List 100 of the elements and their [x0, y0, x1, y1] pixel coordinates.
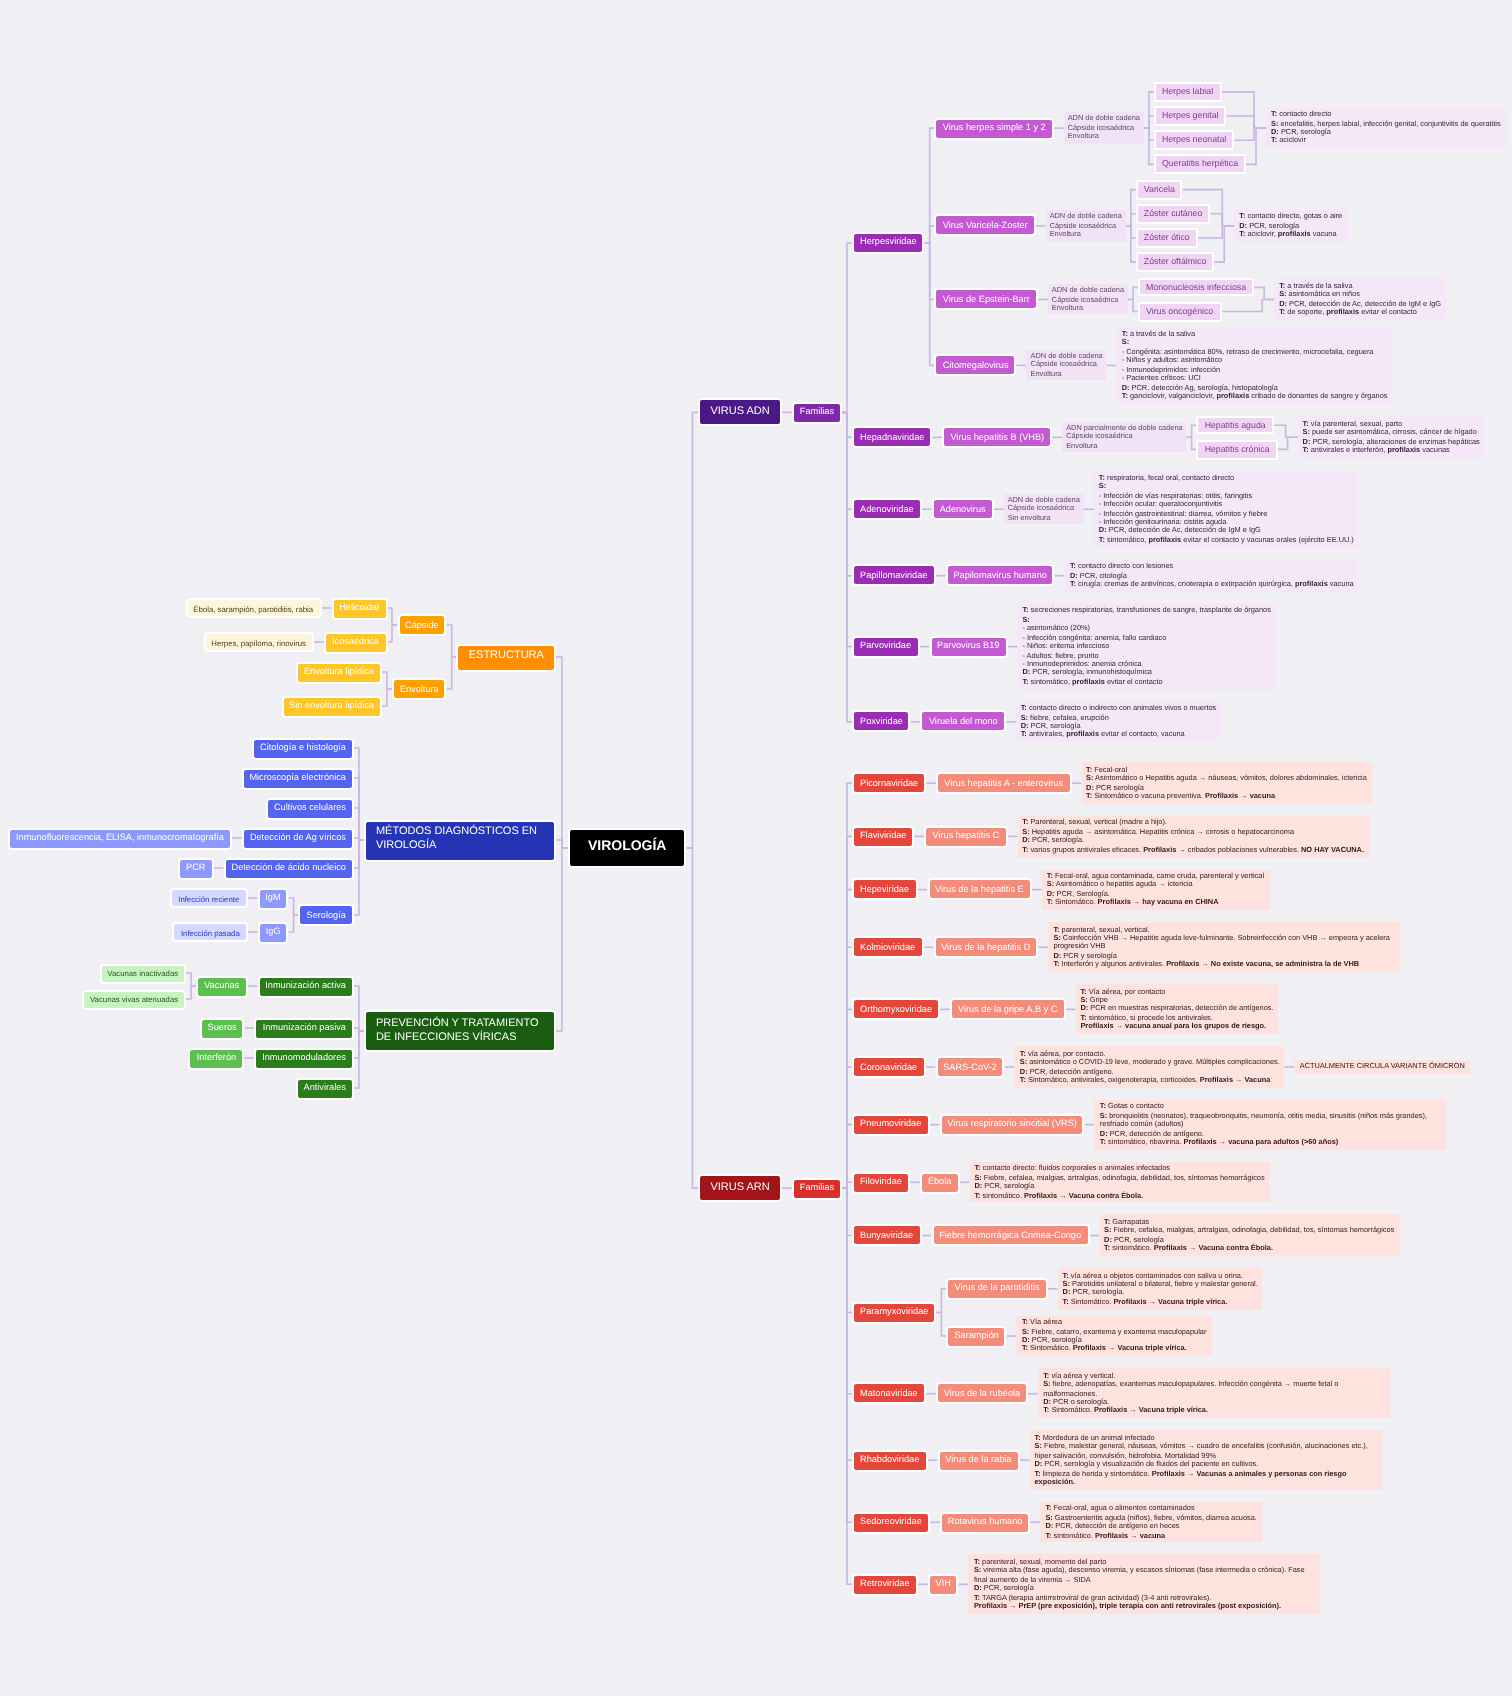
connector-line: [386, 624, 398, 643]
connector-line: [1125, 225, 1137, 263]
connector-line: [841, 411, 853, 723]
note-card: [969, 1161, 1270, 1203]
connector-line: [934, 574, 947, 577]
connector-line: [243, 1027, 256, 1029]
note-card: [1297, 416, 1485, 458]
note-card: [1064, 559, 1359, 592]
description-card: [1045, 210, 1126, 242]
note-card: [1015, 701, 1222, 743]
connector-line: [1143, 115, 1155, 129]
note-card: [1048, 922, 1401, 973]
note-card: [1099, 1214, 1400, 1257]
connector-line: [1127, 298, 1139, 313]
connector-line: [231, 837, 243, 839]
connector-line: [212, 867, 225, 869]
connector-line: [1029, 1521, 1042, 1524]
connector-line: [1070, 782, 1082, 784]
note-card: [1094, 1099, 1447, 1150]
connector-line: [910, 721, 922, 723]
connector-line: [445, 624, 458, 658]
connector-line: [1006, 1335, 1018, 1337]
note-card: [1274, 278, 1447, 321]
note-card: [1014, 1046, 1285, 1088]
note-card: [1093, 471, 1359, 548]
connector-line: [685, 847, 700, 1189]
connector-line: [923, 225, 936, 244]
connector-line: [246, 985, 259, 987]
connector-line: [381, 671, 393, 690]
connector-line: [1034, 225, 1047, 227]
note-card: [1081, 762, 1372, 804]
connector-line: [1037, 946, 1050, 949]
connector-line: [381, 688, 393, 707]
description-card: [1062, 422, 1187, 453]
connector-line: [925, 782, 937, 784]
connector-line: [929, 1521, 941, 1524]
connector-line: [1004, 1066, 1016, 1068]
connector-line: [1213, 225, 1236, 263]
connector-line: [243, 1057, 255, 1059]
connector-line: [935, 1288, 948, 1314]
connector-line: [922, 946, 934, 949]
connector-line: [287, 897, 300, 916]
note-card: [1116, 327, 1393, 404]
connector-line: [920, 508, 933, 511]
description-card: [1047, 284, 1129, 315]
description-card: [1026, 350, 1107, 381]
connector-line: [1052, 127, 1065, 129]
connector-line: [781, 1187, 793, 1189]
connector-line: [926, 1459, 939, 1461]
description-card: [1063, 112, 1144, 144]
connector-line: [313, 641, 325, 643]
connector-line: [320, 607, 332, 609]
connector-line: [555, 839, 569, 849]
note-card: [968, 1554, 1321, 1614]
connector-line: [1054, 574, 1066, 577]
connector-line: [1245, 127, 1267, 166]
note-card: [1040, 1501, 1262, 1543]
note-card: [1038, 1368, 1391, 1419]
note-card: [1017, 815, 1369, 857]
connector-line: [353, 807, 365, 841]
connector-line: [992, 508, 1005, 511]
connector-line: [246, 931, 259, 933]
connector-line: [841, 1187, 853, 1586]
connector-line: [923, 242, 936, 367]
connector-line: [386, 607, 398, 626]
note-card: [1234, 209, 1348, 243]
connector-line: [1283, 1066, 1296, 1068]
connector-line: [1127, 286, 1139, 301]
description-card: [1003, 494, 1084, 525]
connector-line: [1185, 436, 1198, 451]
connector-line: [1083, 508, 1095, 511]
connector-line: [1018, 1459, 1031, 1461]
note-card: [1016, 1315, 1212, 1357]
connector-line: [555, 847, 569, 1032]
connector-line: [1185, 424, 1198, 439]
note-card: [1075, 984, 1279, 1035]
connector-line: [1143, 127, 1155, 166]
connector-line: [841, 242, 853, 414]
connector-line: [185, 985, 197, 1000]
connector-line: [935, 1311, 948, 1337]
note-card: [1029, 1430, 1382, 1490]
note-card: [1017, 603, 1276, 690]
connector-line: [185, 972, 197, 987]
connector-line: [1220, 298, 1275, 313]
connector-line: [1276, 436, 1299, 451]
connector-line: [1046, 1288, 1059, 1290]
connector-line: [1027, 1392, 1039, 1395]
connector-line: [1004, 721, 1017, 723]
connector-line: [924, 1066, 936, 1068]
connector-line: [353, 1030, 365, 1089]
connector-line: [445, 656, 458, 690]
connector-line: [924, 1392, 937, 1395]
connector-line: [287, 914, 300, 933]
note-card: [1057, 1268, 1263, 1310]
note-card: [1266, 107, 1506, 149]
connector-line: [353, 839, 365, 916]
connector-line: [353, 985, 365, 1032]
note-card: [1041, 869, 1270, 911]
connector-line: [246, 897, 259, 899]
connector-line: [1125, 213, 1137, 227]
